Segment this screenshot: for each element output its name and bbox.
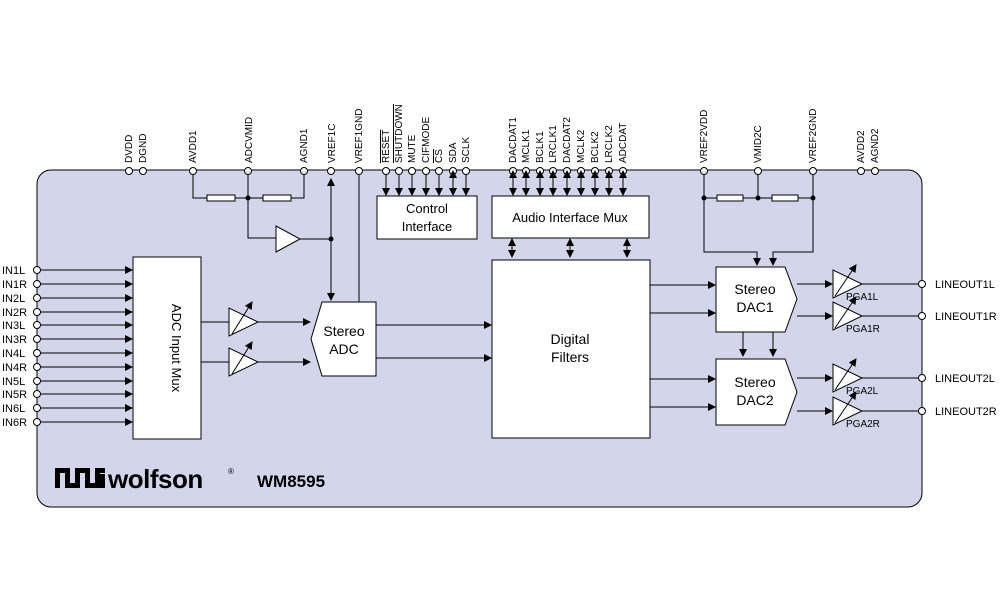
stereo-dac1-label-1: Stereo	[734, 281, 775, 297]
wolfson-logo-text: wolfson	[107, 464, 203, 494]
output-label-lineout2r: LINEOUT2R	[935, 406, 997, 418]
stereo-dac2-block: Stereo DAC2	[715, 358, 798, 426]
wolfson-logo-registered: ®	[228, 467, 234, 476]
wolfson-logo: wolfson ®	[55, 464, 234, 494]
wolfson-logo-mark-icon	[55, 468, 105, 488]
input-label-in1r: IN1R	[2, 279, 27, 291]
pin-adcvmid: ADCVMID	[244, 117, 255, 163]
output-pgas: PGA1L PGA1R PGA2L PGA2R	[797, 264, 918, 430]
pin-bclk2: BCLK2	[590, 131, 601, 163]
input-label-in2l: IN2L	[2, 293, 25, 305]
pin-agnd2: AGND2	[870, 128, 881, 163]
digital-filters-label-1: Digital	[551, 331, 590, 347]
pin-dvdd: DVDD	[124, 135, 135, 163]
pin-cifmode: CIFMODE	[421, 117, 432, 163]
input-label-in4l: IN4L	[2, 348, 25, 360]
pga2l-label: PGA2L	[846, 386, 879, 397]
adc-pgas	[201, 301, 311, 377]
pin-sclk: SCLK	[461, 137, 472, 163]
input-label-in5r: IN5R	[2, 389, 27, 401]
vmid-buffer-amp	[275, 225, 302, 253]
input-label-in6r: IN6R	[2, 417, 27, 429]
input-label-in6l: IN6L	[2, 403, 25, 415]
pin-lrclk1: LRCLK1	[548, 125, 559, 163]
pga1r-label: PGA1R	[846, 324, 880, 335]
stereo-dac1-block: Stereo DAC1	[715, 266, 798, 357]
pin-mclk1: MCLK1	[521, 129, 532, 163]
input-pins: IN1L IN1R IN2L IN2R IN3L IN3R IN4L IN4R …	[2, 265, 133, 429]
audio-interface-mux-block: Audio Interface Mux	[491, 170, 650, 258]
audio-interface-mux-label: Audio Interface Mux	[512, 210, 628, 225]
control-interface-label-1: Control	[406, 201, 448, 216]
pin-cs: CS	[434, 149, 445, 163]
pin-vref2gnd: VREF2GND	[808, 109, 819, 163]
input-label-in3r: IN3R	[2, 334, 27, 346]
pin-mclk2: MCLK2	[576, 129, 587, 163]
pin-vref1c: VREF1C	[327, 124, 338, 163]
pin-lrclk2: LRCLK2	[604, 125, 615, 163]
stereo-dac2-label-2: DAC2	[736, 392, 774, 408]
top-pin-labels: DVDD DGND AVDD1 ADCVMID AGND1 VREF1C VRE…	[124, 104, 881, 163]
stereo-adc-block: Stereo ADC	[310, 301, 492, 377]
pin-vmid2c: VMID2C	[753, 125, 764, 163]
pin-vref1gnd: VREF1GND	[354, 109, 365, 163]
output-label-lineout1l: LINEOUT1L	[935, 279, 995, 291]
output-label-lineout2l: LINEOUT2L	[935, 373, 995, 385]
pin-adcdat: ADCDAT	[618, 123, 629, 163]
dac-reference-network	[701, 175, 816, 266]
stereo-dac1-label-2: DAC1	[736, 299, 774, 315]
control-interface-block: Control Interface	[376, 170, 478, 240]
input-label-in3l: IN3L	[2, 320, 25, 332]
part-number: WM8595	[257, 472, 325, 491]
pin-avdd1: AVDD1	[188, 130, 199, 163]
pga1l-label: PGA1L	[846, 292, 879, 303]
output-label-lineout1r: LINEOUT1R	[935, 311, 997, 323]
adc-input-mux-label: ADC Input Mux	[169, 304, 184, 393]
stereo-dac2-label-1: Stereo	[734, 374, 775, 390]
adc-input-mux-block: ADC Input Mux	[132, 256, 202, 440]
pin-vref2vdd: VREF2VDD	[699, 110, 710, 163]
pin-shutdown: SHUTDOWN	[394, 104, 405, 163]
input-label-in2r: IN2R	[2, 307, 27, 319]
control-interface-label-2: Interface	[402, 219, 453, 234]
pin-dgnd: DGND	[138, 134, 149, 163]
pin-agnd1: AGND1	[299, 128, 310, 163]
pin-bclk1: BCLK1	[535, 131, 546, 163]
pin-mute: MUTE	[407, 134, 418, 163]
input-label-in5l: IN5L	[2, 376, 25, 388]
input-label-in1l: IN1L	[2, 265, 25, 277]
output-pins: LINEOUT1L LINEOUT1R LINEOUT2L LINEOUT2R	[918, 279, 997, 418]
stereo-adc-label-2: ADC	[329, 341, 359, 357]
pin-avdd2: AVDD2	[856, 130, 867, 163]
stereo-adc-label-1: Stereo	[323, 323, 364, 339]
input-label-in4r: IN4R	[2, 362, 27, 374]
pin-reset: RESET	[381, 130, 392, 163]
digital-filters-label-2: Filters	[551, 349, 589, 365]
pga2r-label: PGA2R	[846, 419, 880, 430]
pin-dacdat2: DACDAT2	[562, 117, 573, 163]
pin-sda: SDA	[448, 142, 459, 163]
pin-dacdat1: DACDAT1	[508, 117, 519, 163]
digital-filters-block: Digital Filters	[491, 259, 716, 439]
